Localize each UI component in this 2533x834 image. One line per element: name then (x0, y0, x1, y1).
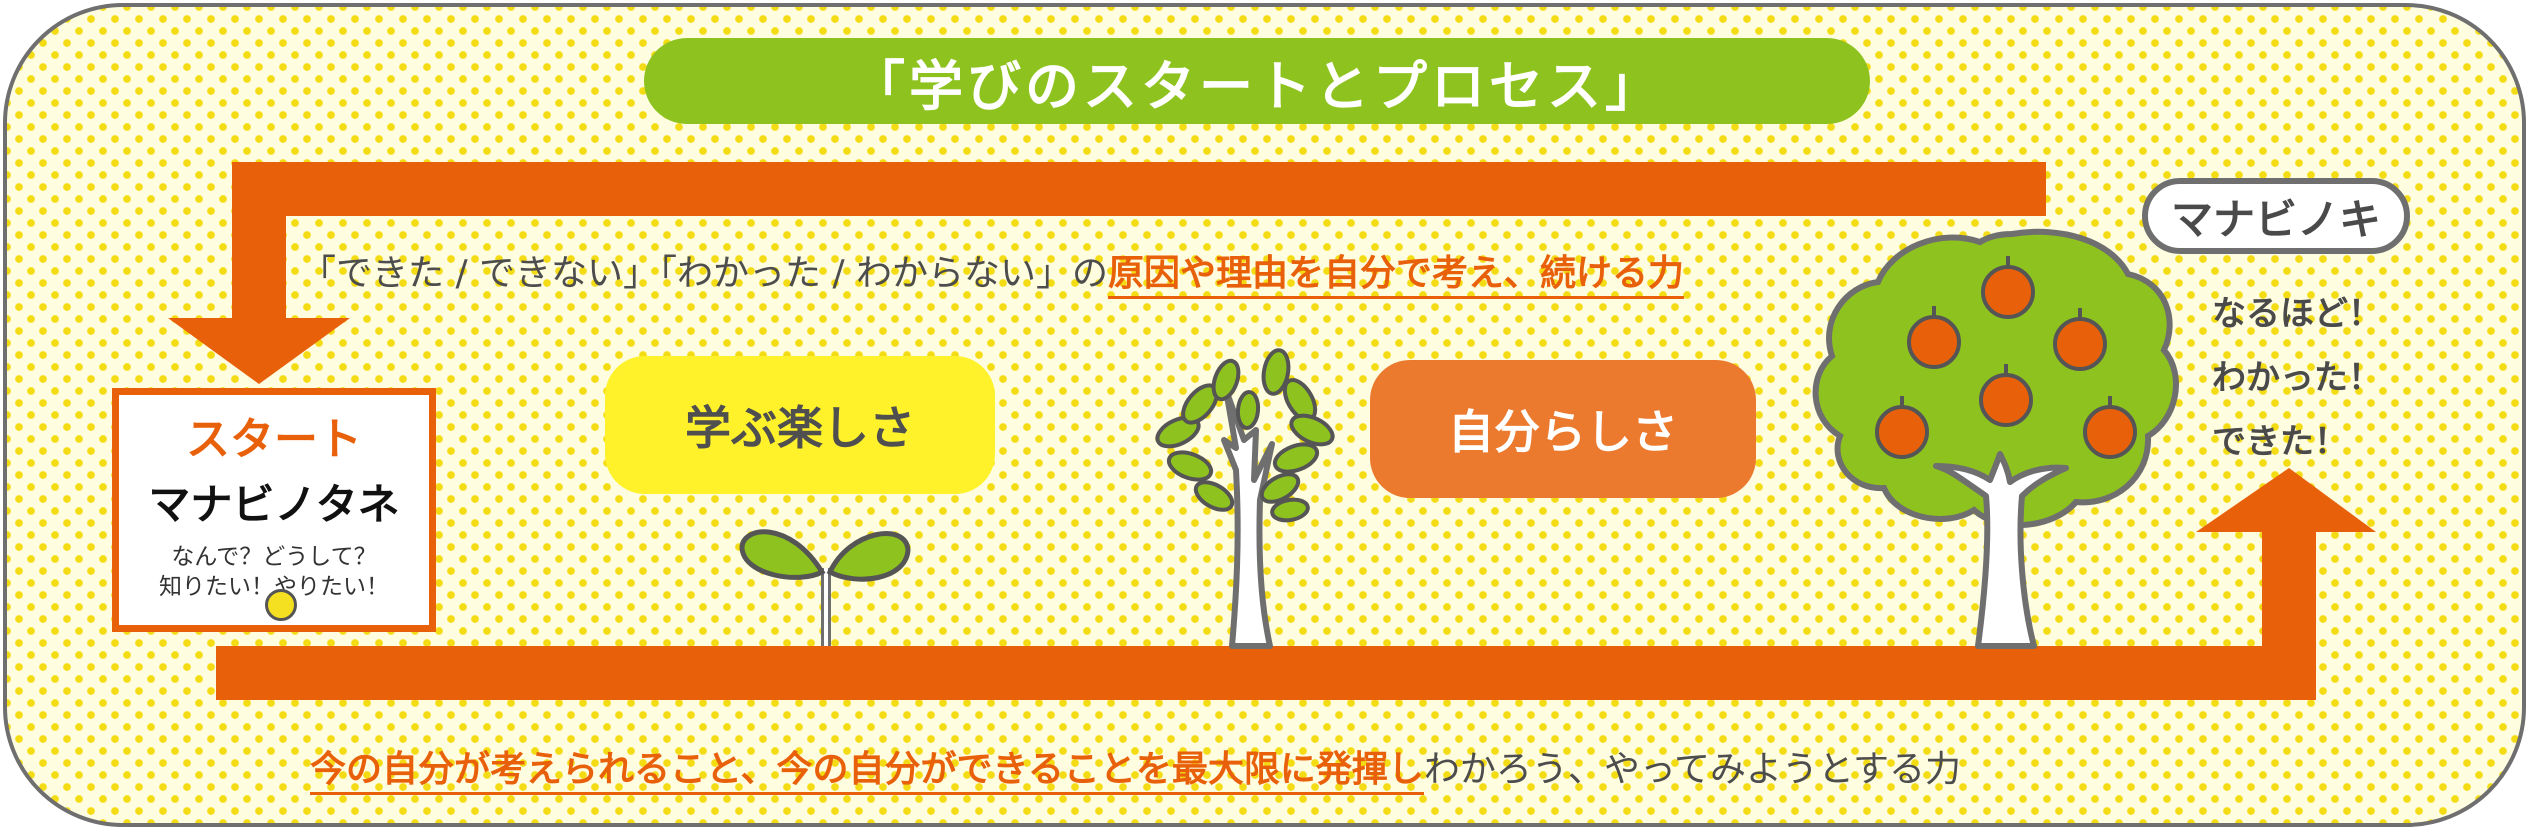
tree-note-3: できた！ (2212, 422, 2348, 462)
start-name: マナビノタネ (148, 480, 400, 529)
top-return-arrow (168, 162, 2046, 384)
tree-label: マナビノキ (2142, 178, 2410, 254)
bottom-growth-arrow (216, 468, 2376, 700)
tree-notes: なるほど！ わかった！ できた！ (2212, 282, 2382, 474)
sprout-icon (739, 529, 911, 646)
bottom-process-caption: 今の自分が考えられること、今の自分ができることを最大限に発揮しわかろう、やってみ… (310, 740, 1961, 795)
start-line-1: なんで？どうして？ (171, 544, 377, 570)
bottom-caption-plain: わかろう、やってみようとする力 (1423, 749, 1961, 790)
top-process-caption: 「できた / できない」「わかった / わからない」の原因や理由を自分で考え、続… (300, 244, 1685, 299)
stage-enjoy-learning: 学ぶ楽しさ (605, 356, 995, 494)
top-caption-emphasis: 原因や理由を自分で考え、続ける力 (1108, 253, 1685, 299)
stage-self-identity: 自分らしさ (1370, 360, 1756, 498)
apple-tree-icon (1812, 228, 2179, 649)
start-heading: スタート (186, 414, 362, 465)
young-tree-icon (1155, 348, 1335, 649)
seed-icon (265, 589, 297, 621)
top-caption-plain: 「できた / できない」「わかった / わからない」の (300, 253, 1109, 294)
page-title: 「学びのスタートとプロセス」 (644, 38, 1870, 124)
tree-note-1: なるほど！ (2212, 294, 2382, 334)
tree-note-2: わかった！ (2212, 358, 2382, 398)
start-box: スタート マナビノタネ なんで？どうして？ 知りたい！やりたい！ (112, 388, 436, 632)
bottom-caption-emphasis: 今の自分が考えられること、今の自分ができることを最大限に発揮し (310, 749, 1424, 795)
